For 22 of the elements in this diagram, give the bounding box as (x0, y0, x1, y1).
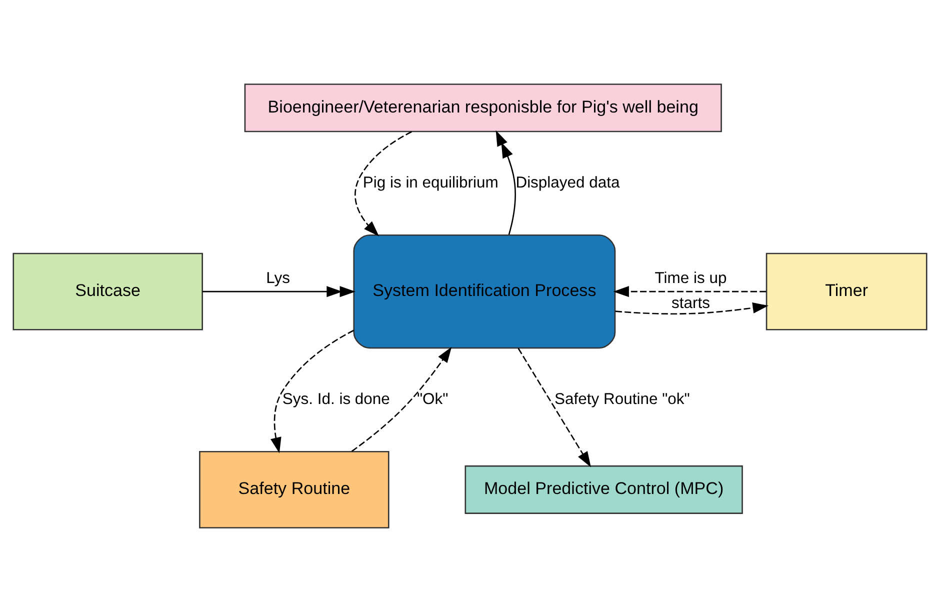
arrow (202, 286, 356, 297)
node-box: Suitcase (12, 252, 203, 330)
arrow (615, 302, 768, 314)
node-box: Bioengineer/Veterenarian responisble for Pig's well being (244, 83, 722, 132)
edge-label: Sys. Id. is done (282, 390, 390, 408)
node-box: System Identification Process (353, 234, 616, 348)
node-box: Safety Routine (199, 450, 390, 528)
arrow (613, 286, 766, 297)
edge-label: starts (672, 294, 710, 312)
edge-label: "Ok" (416, 390, 448, 408)
edge-label: Pig is in equilibrium (362, 174, 498, 191)
node-box: Model Predictive Control (MPC) (464, 464, 743, 514)
edge-label: Lys (266, 270, 290, 287)
edge-label: Displayed data (516, 174, 620, 191)
node-box: Timer (766, 252, 928, 330)
arrow (518, 348, 591, 467)
arrow (270, 329, 354, 453)
edge-label: Time is up (654, 270, 727, 287)
edge-label: Safety Routine "ok" (554, 390, 690, 408)
arrow (351, 346, 452, 452)
arrow (354, 130, 412, 236)
arrow (496, 130, 516, 234)
